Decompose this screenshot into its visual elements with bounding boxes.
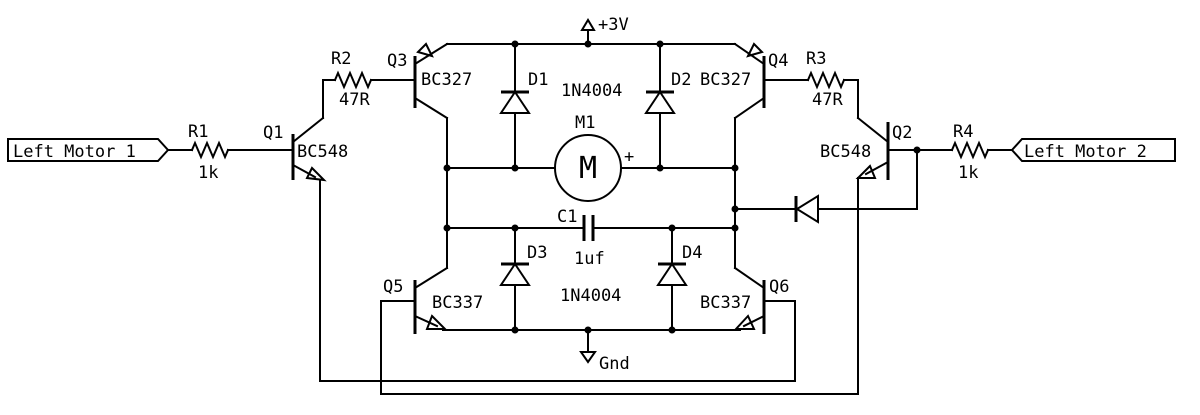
gnd-rail: Gnd [442,329,741,374]
q6-ref: Q6 [769,277,789,297]
q3-emitter-arrow-icon [416,42,434,58]
motor-ref: M1 [575,113,595,133]
q4-ref: Q4 [768,51,788,71]
diode-d2: D2 [644,43,691,169]
motor-m1: M M1 + [446,113,736,202]
port-left-label: Left Motor 1 [13,142,136,162]
cross-coupling-wires [319,149,918,395]
resistor-r2: R2 47R [322,49,416,110]
d4-ref: D4 [682,243,702,263]
capacitor-c1: C1 1uf [446,207,736,269]
diode-d1: D1 [499,43,548,169]
q3-ref: Q3 [387,51,407,71]
diode-d4: D4 [656,227,702,331]
port-right-label: Left Motor 2 [1024,142,1147,162]
vcc-label: +3V [598,15,629,35]
transistor-q6: Q6 BC337 [700,227,796,382]
vcc-rail: +3V [446,15,736,45]
diode-part-top: 1N4004 [561,81,622,101]
diode-d3: D3 [499,227,547,331]
r3-value: 47R [812,90,843,110]
port-left-motor-2[interactable]: Left Motor 2 [1010,138,1176,162]
q2-part: BC548 [820,142,871,162]
r1-value: 1k [198,163,218,183]
r4-value: 1k [958,163,978,183]
q3-part: BC327 [421,70,472,90]
q2-emitter-arrow-icon [855,164,877,179]
transistor-q1: Q1 BC548 [263,79,348,382]
resistor-r4: R4 1k [887,122,1013,183]
motor-symbol: M [579,151,597,186]
diode-feedback [795,194,819,224]
vcc-arrow-icon [580,18,596,31]
d1-ref: D1 [528,70,548,90]
gnd-arrow-icon [579,351,597,364]
q1-ref: Q1 [263,123,283,143]
q6-emitter-arrow-icon [733,314,756,330]
c1-ref: C1 [557,207,577,227]
q4-emitter-arrow-icon [746,42,764,58]
d3-ref: D3 [527,243,547,263]
q1-part: BC548 [297,142,348,162]
q4-part: BC327 [700,70,751,90]
motor-icon [554,134,622,202]
resistor-r3: R3 47R [763,49,859,119]
junction-dots [443,40,921,334]
diode-part-bottom: 1N4004 [560,286,621,306]
transistor-q4: Q4 BC327 [700,42,788,229]
r2-value: 47R [339,90,370,110]
gnd-label: Gnd [599,354,630,374]
transistor-q3: Q3 BC327 [387,42,472,229]
motor-polarity: + [624,147,634,167]
q5-emitter-arrow-icon [425,314,448,330]
r4-ref: R4 [953,122,973,142]
q5-ref: Q5 [383,277,403,297]
resistor-r1: R1 1k [167,122,294,183]
c1-value: 1uf [574,249,605,269]
q5-part: BC337 [432,293,483,313]
r2-ref: R2 [331,49,351,69]
q1-emitter-arrow-icon [305,166,327,182]
q2-ref: Q2 [892,123,912,143]
r1-ref: R1 [188,122,208,142]
port-left-motor-1[interactable]: Left Motor 1 [7,138,170,162]
transistor-q5: Q5 BC337 [380,227,483,395]
q6-part: BC337 [700,293,751,313]
d2-ref: D2 [671,70,691,90]
transistor-q2: Q2 BC548 [820,116,912,395]
r3-ref: R3 [806,49,826,69]
